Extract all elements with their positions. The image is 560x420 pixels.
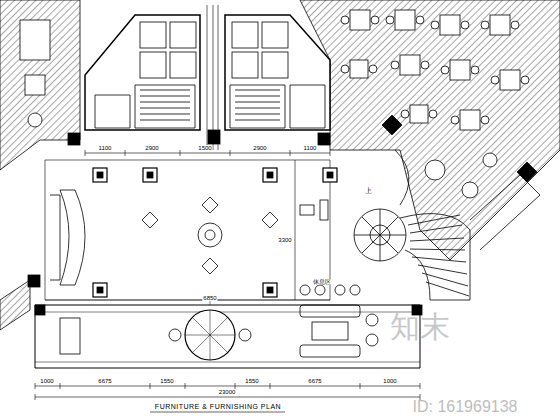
watermark: ID: 161969138 [412,399,519,415]
watermark: 知末 [389,312,451,342]
dimension-text: 23000 [218,389,237,395]
dimension-text: 1550 [159,378,174,384]
dimension-text: 1550 [244,378,259,384]
dimension-text: 6675 [97,378,112,384]
plan-caption: FURNITURE & FURNISHING PLAN [154,403,282,410]
dimension-text: 6850 [202,295,217,301]
dimension-text: 2900 [252,145,267,151]
dimension-text: 2900 [144,145,159,151]
dimension-text: 6675 [307,378,322,384]
dimension-text: 1000 [39,378,54,384]
dimension-text: 1100 [303,145,318,151]
dimension-text: 1500 [197,145,212,151]
dimension-text: 1100 [98,145,113,151]
room-note: 休息区 [312,279,332,285]
dimension-text: 3300 [277,237,292,243]
dimension-text: 1000 [382,378,397,384]
room-note: 上 [364,187,373,194]
